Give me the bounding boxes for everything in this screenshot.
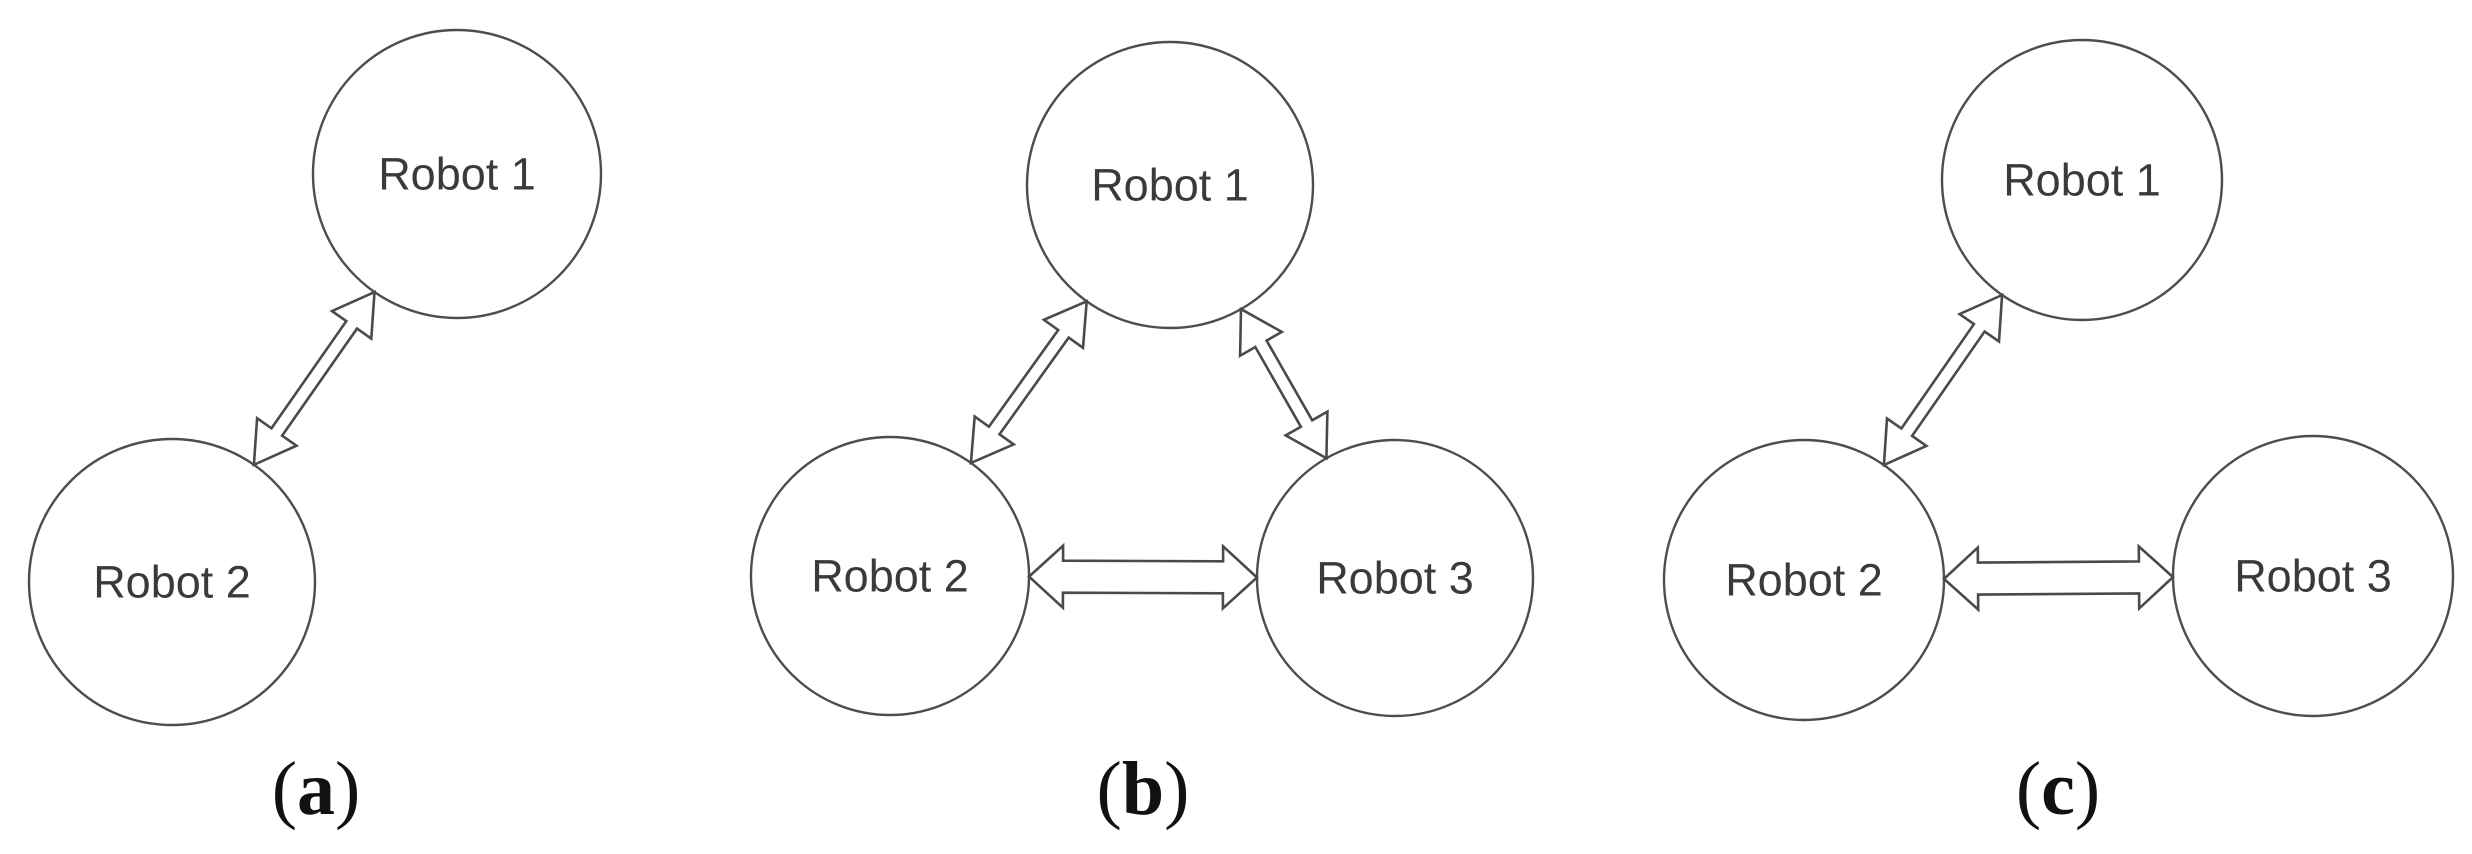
caption-letter: a — [297, 747, 335, 831]
edge-arrow-b-robot1-robot2 — [969, 299, 1089, 466]
node-circle-b-robot1 — [1025, 40, 1315, 330]
caption-close-paren: ) — [1164, 747, 1190, 831]
node-label-a-robot2: Robot 2 — [93, 557, 251, 608]
edge-arrow-b-robot2-robot3 — [1027, 542, 1259, 612]
node-circle-a-robot1 — [311, 28, 603, 320]
edge-arrow-c-robot2-robot3 — [1942, 543, 2175, 613]
panel-caption-b: (b) — [1096, 747, 1190, 832]
caption-letter: b — [1121, 747, 1165, 831]
edge-arrow-a-robot1-robot2 — [252, 290, 376, 467]
node-circle-c-robot1 — [1940, 38, 2224, 322]
node-label-b-robot2: Robot 2 — [811, 551, 969, 602]
node-label-b-robot1: Robot 1 — [1091, 160, 1249, 211]
caption-open-paren: ( — [2015, 747, 2042, 831]
caption-letter: c — [2041, 747, 2075, 831]
edge-arrow-c-robot1-robot2 — [1882, 292, 2004, 468]
node-label-b-robot3: Robot 3 — [1316, 553, 1474, 604]
node-circle-a-robot2 — [27, 437, 317, 727]
panel-caption-a: (a) — [271, 747, 361, 832]
node-label-a-robot1: Robot 1 — [378, 149, 536, 200]
caption-open-paren: ( — [271, 747, 297, 831]
caption-close-paren: ) — [2074, 747, 2101, 831]
node-label-c-robot1: Robot 1 — [2003, 155, 2161, 206]
node-label-c-robot3: Robot 3 — [2234, 551, 2392, 602]
caption-close-paren: ) — [335, 747, 361, 831]
edge-arrow-b-robot1-robot3 — [1238, 306, 1329, 461]
panel-caption-c: (c) — [2015, 747, 2101, 832]
caption-open-paren: ( — [1096, 747, 1122, 831]
node-label-c-robot2: Robot 2 — [1725, 555, 1883, 606]
